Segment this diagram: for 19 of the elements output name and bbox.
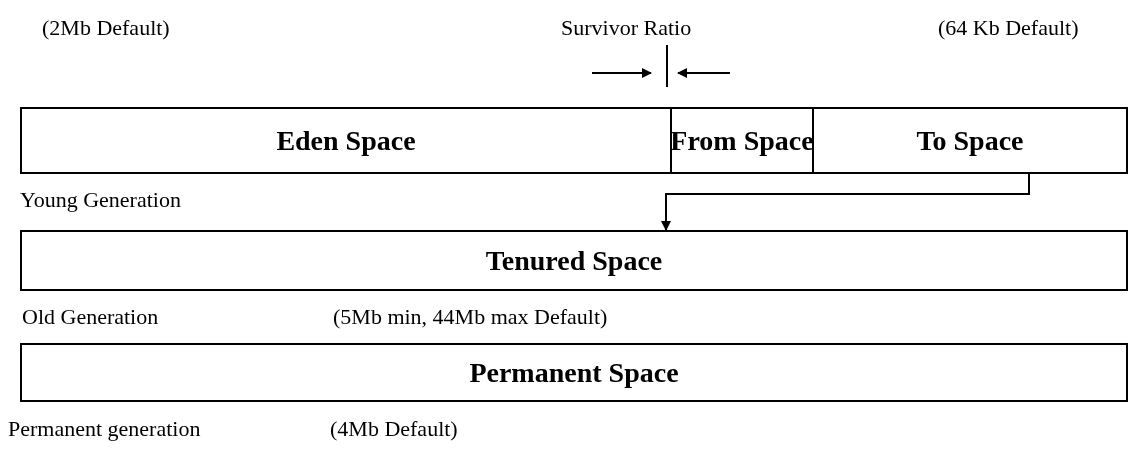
note-label: Old Generation <box>22 306 159 328</box>
memory-space-box <box>812 107 1128 174</box>
note-label: Survivor Ratio <box>561 17 692 39</box>
note-label: (4Mb Default) <box>330 418 458 440</box>
space-title: From Space <box>670 124 814 157</box>
note-label: (64 Kb Default) <box>938 17 1079 39</box>
note-label: Young Generation <box>20 189 181 211</box>
note-label: (2Mb Default) <box>42 17 170 39</box>
memory-space-box <box>670 107 814 174</box>
note-label: Permanent generation <box>8 418 201 440</box>
memory-space-box <box>20 230 1128 291</box>
arrow <box>661 173 1030 231</box>
space-title: Permanent Space <box>469 356 679 389</box>
space-title: Eden Space <box>276 124 416 157</box>
note-label: (5Mb min, 44Mb max Default) <box>333 306 608 328</box>
memory-space-box <box>20 107 672 174</box>
space-title: To Space <box>916 124 1024 157</box>
memory-space-box <box>20 343 1128 402</box>
space-title: Tenured Space <box>485 244 663 277</box>
